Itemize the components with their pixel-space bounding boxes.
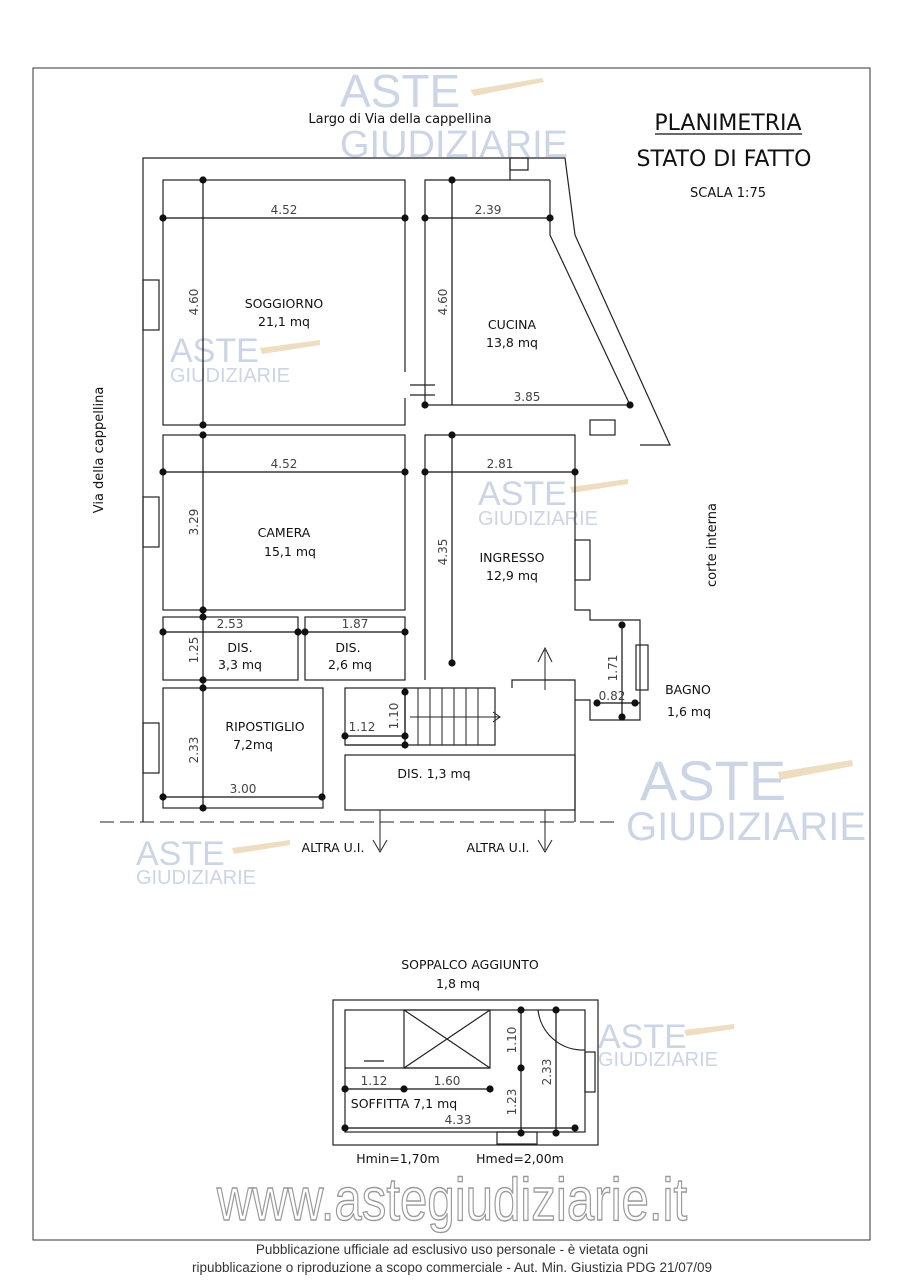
svg-text:GIUDIZIARIE: GIUDIZIARIE	[340, 124, 568, 166]
mezzanine-plan: SOPPALCO AGGIUNTO 1,8 mq 1.12 1.60 SOFFI…	[332, 957, 599, 1146]
svg-text:4.60: 4.60	[436, 289, 450, 316]
mean-height: Hmed=2,00m	[476, 1151, 564, 1166]
neighbour-unit-label: ALTRA U.I.	[467, 840, 530, 855]
svg-text:1.10: 1.10	[387, 703, 401, 730]
svg-text:CUCINA: CUCINA	[488, 317, 537, 332]
svg-text:CAMERA: CAMERA	[258, 525, 311, 540]
sheet-frame	[32, 67, 871, 1241]
svg-text:1.10: 1.10	[505, 1027, 519, 1054]
plan-title: PLANIMETRIA	[654, 111, 801, 136]
svg-text:7,2mq: 7,2mq	[233, 737, 273, 752]
svg-text:GIUDIZIARIE: GIUDIZIARIE	[136, 867, 256, 889]
svg-text:0.82: 0.82	[599, 689, 626, 703]
svg-text:3.85: 3.85	[514, 390, 541, 404]
svg-text:4.35: 4.35	[436, 539, 450, 566]
svg-text:ASTE: ASTE	[136, 835, 225, 873]
svg-text:GIUDIZIARIE: GIUDIZIARIE	[478, 508, 598, 530]
room-labels: SOGGIORNO 21,1 mq CUCINA 13,8 mq CAMERA …	[218, 296, 711, 855]
svg-text:3.29: 3.29	[187, 509, 201, 536]
dimension-labels: 4.52 4.60 2.39 4.60 3.85 4.52 3.29 2.81 …	[187, 203, 625, 796]
footer-notice-2: ripubblicazione o riproduzione a scopo c…	[192, 1260, 712, 1275]
svg-text:1.71: 1.71	[606, 655, 620, 682]
svg-text:3.00: 3.00	[230, 782, 257, 796]
neighbour-unit-label: ALTRA U.I.	[302, 840, 365, 855]
plan-subtitle: STATO DI FATTO	[637, 147, 812, 172]
svg-text:1.12: 1.12	[361, 1074, 388, 1088]
plan-scale: SCALA 1:75	[690, 186, 766, 201]
stairs	[372, 646, 553, 853]
svg-text:2.39: 2.39	[475, 203, 502, 217]
svg-text:1,6 mq: 1,6 mq	[667, 704, 711, 719]
svg-text:2.33: 2.33	[540, 1059, 554, 1086]
svg-text:BAGNO: BAGNO	[665, 682, 711, 697]
svg-text:ASTE: ASTE	[598, 1018, 687, 1056]
min-height: Hmin=1,70m	[356, 1151, 439, 1166]
svg-text:GIUDIZIARIE: GIUDIZIARIE	[626, 805, 866, 849]
svg-text:GIUDIZIARIE: GIUDIZIARIE	[598, 1049, 718, 1071]
svg-text:1.25: 1.25	[187, 637, 201, 664]
svg-text:1,8 mq: 1,8 mq	[436, 976, 480, 991]
walls	[142, 157, 671, 822]
svg-text:1.60: 1.60	[434, 1074, 461, 1088]
svg-text:DIS. 1,3 mq: DIS. 1,3 mq	[397, 766, 470, 781]
svg-text:DIS.: DIS.	[335, 640, 360, 655]
svg-text:12,9 mq: 12,9 mq	[486, 568, 538, 583]
svg-text:ASTE: ASTE	[640, 749, 786, 812]
svg-text:SOFFITTA 7,1 mq: SOFFITTA 7,1 mq	[351, 1096, 457, 1111]
svg-text:13,8 mq: 13,8 mq	[486, 335, 538, 350]
svg-text:2.53: 2.53	[217, 617, 244, 631]
svg-text:2,6 mq: 2,6 mq	[328, 657, 372, 672]
svg-text:2.81: 2.81	[487, 457, 514, 471]
street-left: Via della cappellina	[92, 387, 107, 514]
svg-text:ASTE: ASTE	[340, 65, 460, 117]
svg-text:4.33: 4.33	[445, 1113, 472, 1127]
footer-notice: Pubblicazione ufficiale ad esclusivo uso…	[256, 1242, 648, 1257]
watermark-url: www.astegiudiziarie.it	[216, 1165, 687, 1233]
svg-text:SOGGIORNO: SOGGIORNO	[245, 296, 324, 311]
svg-text:4.60: 4.60	[187, 289, 201, 316]
svg-text:GIUDIZIARIE: GIUDIZIARIE	[170, 365, 290, 387]
svg-text:15,1 mq: 15,1 mq	[264, 544, 316, 559]
street-top: Largo di Via della cappellina	[308, 112, 491, 127]
svg-text:SOPPALCO AGGIUNTO: SOPPALCO AGGIUNTO	[401, 957, 539, 972]
svg-text:3,3 mq: 3,3 mq	[218, 657, 262, 672]
svg-text:21,1 mq: 21,1 mq	[258, 314, 310, 329]
courtyard-label: corte interna	[705, 503, 720, 587]
dimension-lines	[159, 176, 640, 812]
svg-text:2.33: 2.33	[187, 737, 201, 764]
svg-text:ASTE: ASTE	[170, 332, 259, 370]
svg-text:DIS.: DIS.	[227, 640, 252, 655]
svg-text:1.23: 1.23	[505, 1089, 519, 1116]
svg-text:1.87: 1.87	[342, 617, 369, 631]
svg-text:1.12: 1.12	[349, 720, 376, 734]
svg-text:RIPOSTIGLIO: RIPOSTIGLIO	[225, 719, 304, 734]
svg-text:ASTE: ASTE	[478, 475, 567, 513]
svg-text:INGRESSO: INGRESSO	[479, 550, 544, 565]
watermark-logo: ASTE GIUDIZIARIE ASTE GIUDIZIARIE ASTE G…	[136, 65, 866, 1071]
svg-text:4.52: 4.52	[271, 457, 298, 471]
svg-text:4.52: 4.52	[271, 203, 298, 217]
